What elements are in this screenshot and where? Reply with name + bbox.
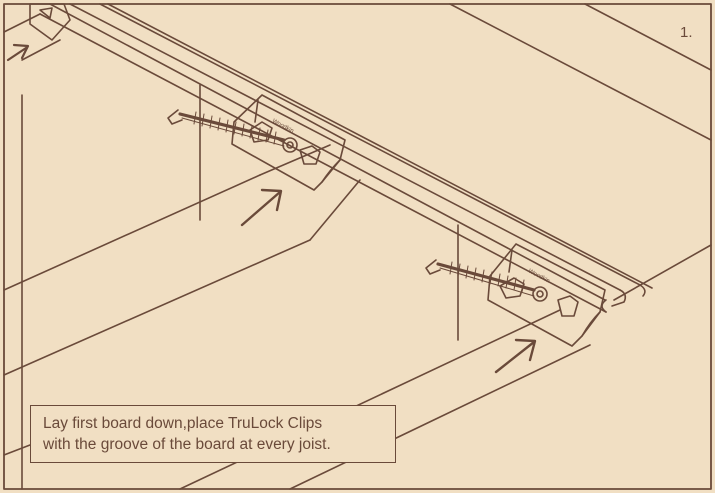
clip-icon (231, 94, 346, 191)
clip-brand-text: Woodkin (527, 268, 550, 284)
joist-edge (21, 39, 61, 61)
caption-line-2: with the groove of the board at every jo… (43, 436, 331, 453)
diagram-frame (3, 3, 712, 490)
screw-icon (167, 109, 286, 147)
deck-board-surface (449, 3, 712, 301)
arrow-icon (240, 188, 283, 227)
joist-upper (3, 144, 361, 376)
clip-brand-text: Woodkin (271, 118, 294, 134)
clip-icon (487, 243, 606, 347)
arrow-icon (494, 338, 537, 374)
caption-line-1: Lay first board down,place TruLock Clips (43, 415, 323, 432)
step-number: 1. (680, 24, 693, 41)
screw-icon (425, 259, 536, 297)
first-board (3, 3, 653, 313)
arrow-icon (6, 43, 30, 62)
instruction-caption: Lay first board down,place TruLock Clips… (30, 405, 396, 463)
clip-icon (29, 3, 71, 41)
